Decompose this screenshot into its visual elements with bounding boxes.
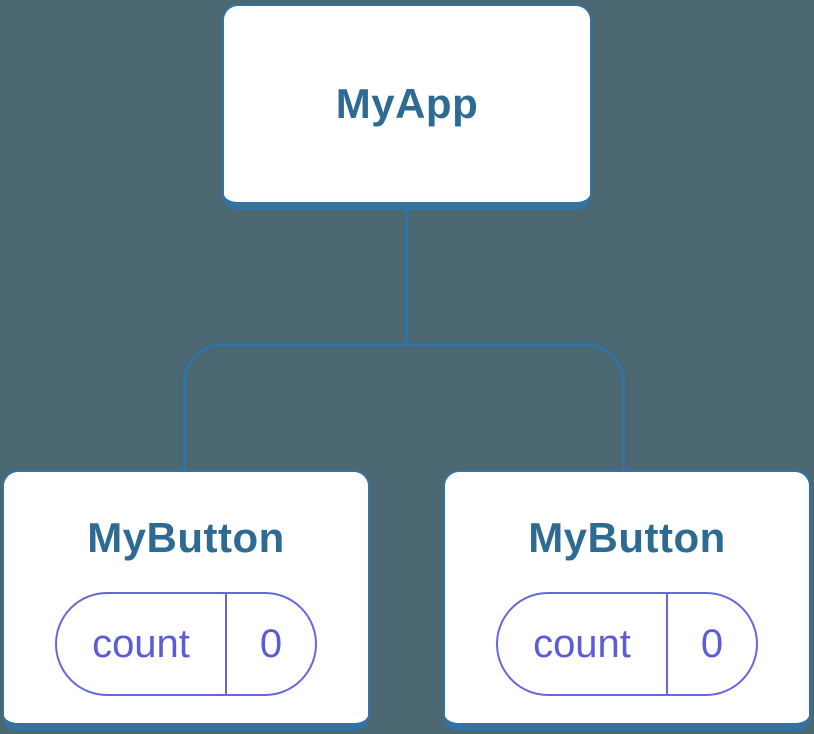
state-value-left: 0: [259, 621, 283, 666]
component-node-mybutton-right: MyButton count 0: [443, 470, 811, 731]
component-node-mybutton-left: MyButton count 0: [2, 470, 370, 731]
component-title-mybutton-left: MyButton: [87, 514, 285, 561]
state-label-left: count: [57, 594, 227, 694]
connector-bracket: [183, 343, 625, 472]
component-title-mybutton-right: MyButton: [528, 514, 726, 561]
component-title-myapp: MyApp: [335, 80, 479, 127]
state-value-right: 0: [700, 621, 724, 666]
state-pill-left: count 0: [55, 592, 317, 696]
state-pill-right: count 0: [496, 592, 758, 696]
component-node-myapp: MyApp: [222, 4, 592, 210]
connector-vertical-line: [405, 210, 408, 344]
state-label-right: count: [498, 594, 668, 694]
